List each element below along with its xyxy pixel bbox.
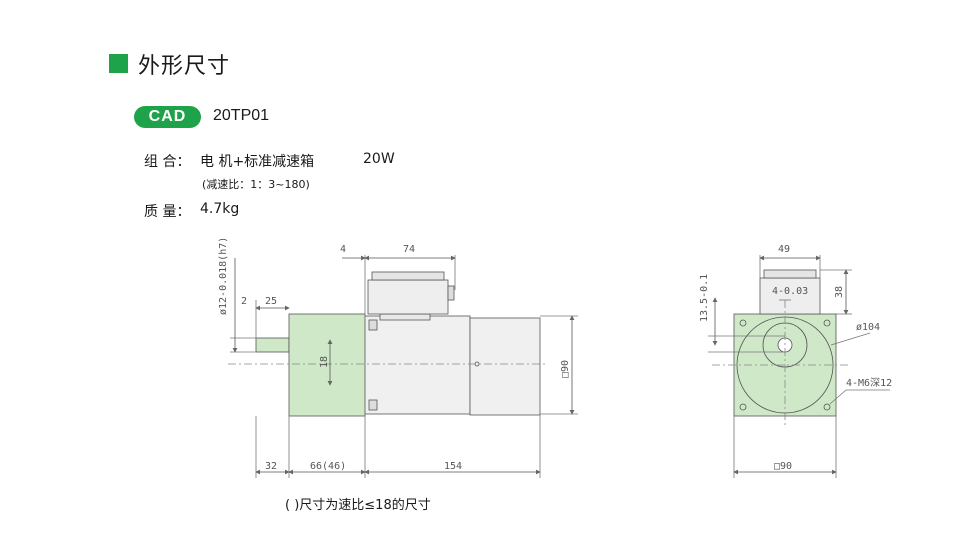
dim-25: 25	[265, 296, 277, 307]
dim-4: 4	[340, 244, 346, 255]
footnote: ( )尺寸为速比≤18的尺寸	[285, 498, 431, 513]
terminal-box	[367, 279, 449, 315]
dim-holes: 4-M6深12	[846, 377, 892, 389]
section-marker-icon	[109, 54, 128, 73]
combo-value: 电 机+标准减速箱	[200, 154, 315, 170]
ratio-text: (减速比：1：3~180)	[202, 178, 310, 191]
dim-shaft-dia: ø12-0.018(h7)	[218, 237, 229, 315]
dim-32: 32	[265, 461, 277, 472]
section-title: 外形尺寸	[138, 54, 231, 79]
gearbox-body	[288, 313, 366, 417]
dim-104: ø104	[856, 322, 880, 333]
dim-74: 74	[403, 244, 415, 255]
motor-body	[364, 315, 471, 415]
dim-13-5: 13.5-0.1	[699, 274, 710, 322]
dim-49: 49	[778, 244, 790, 255]
dim-2: 2	[241, 296, 247, 307]
mass-value: 4.7kg	[200, 201, 240, 217]
dim-18: 18	[319, 356, 330, 368]
output-shaft	[255, 337, 290, 353]
dim-sq90-side: □90	[560, 360, 571, 378]
power-value: 20W	[363, 151, 395, 167]
dim-154: 154	[444, 461, 462, 472]
dim-sq90-front: □90	[774, 461, 792, 472]
side-view	[228, 255, 578, 478]
front-terminal-box	[759, 277, 821, 315]
dim-4-key: 4-0.03	[772, 286, 808, 297]
dim-38: 38	[834, 286, 845, 298]
combo-label: 组 合：	[144, 154, 191, 170]
mass-label: 质 量：	[144, 204, 191, 220]
model-number: 20TP01	[213, 107, 270, 124]
front-view	[708, 255, 890, 478]
dim-66: 66(46)	[310, 461, 346, 472]
cad-button[interactable]: CAD	[134, 106, 201, 128]
motor-rear	[469, 317, 541, 416]
